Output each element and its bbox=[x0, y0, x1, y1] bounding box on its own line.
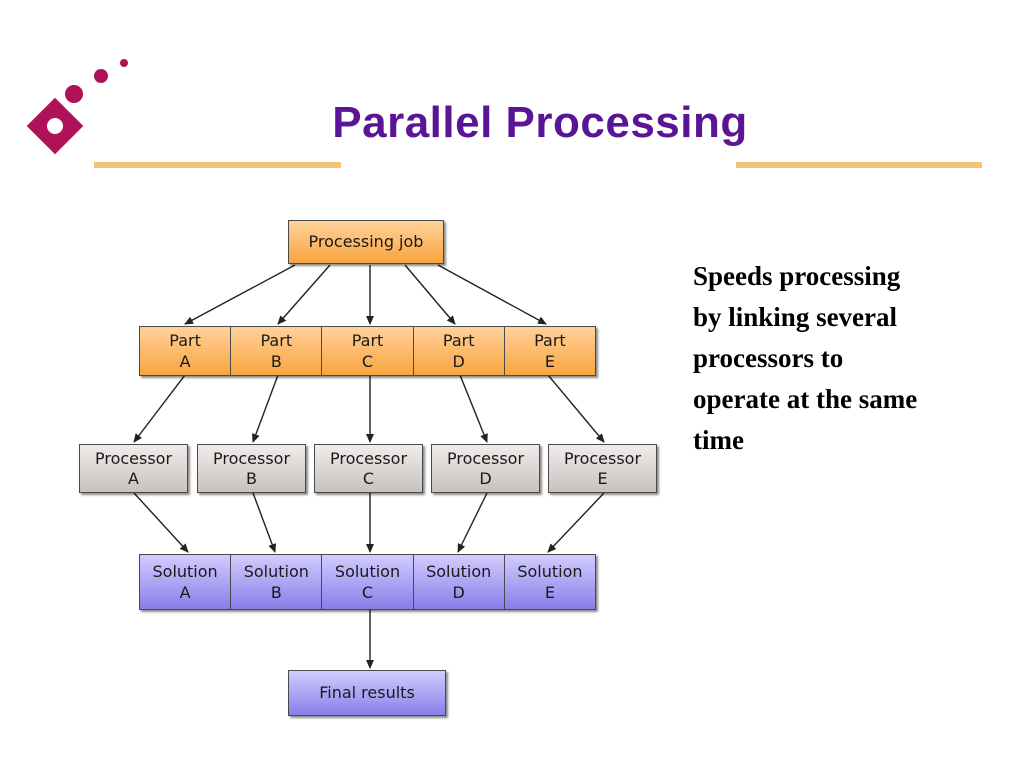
solution-a-box: Solution A bbox=[140, 555, 232, 609]
part-e-line2: E bbox=[544, 352, 555, 371]
solution-c-line1: Solution bbox=[334, 562, 401, 581]
arrow-part-d-to-processor-d bbox=[459, 374, 488, 443]
solution-d-line2: D bbox=[452, 583, 465, 602]
arrow-processor-d-to-solution-d bbox=[457, 492, 488, 553]
logo-dot-2 bbox=[94, 69, 108, 83]
processing-job-label: Processing job bbox=[308, 232, 424, 251]
solution-b-box: Solution B bbox=[231, 555, 323, 609]
processor-b-line2: B bbox=[246, 468, 257, 488]
part-c-line2: C bbox=[361, 352, 374, 371]
part-d-line1: Part bbox=[442, 331, 475, 350]
part-d-line2: D bbox=[452, 352, 465, 371]
solution-d-box: Solution D bbox=[414, 555, 505, 609]
processor-b-box: Processor B bbox=[197, 444, 306, 493]
solution-e-line1: Solution bbox=[517, 562, 583, 581]
arrow-job-to-part-e bbox=[437, 264, 547, 325]
processing-job-box: Processing job bbox=[288, 220, 444, 264]
solutions-row: Solution A Solution B Solution C Solutio… bbox=[139, 554, 596, 610]
part-a-line2: A bbox=[179, 352, 191, 371]
processor-c-line1: Processor bbox=[329, 448, 408, 468]
solution-a-line1: Solution bbox=[152, 562, 218, 581]
arrow-processor-e-to-solution-e bbox=[547, 492, 605, 553]
arrow-part-a-to-processor-a bbox=[133, 374, 186, 443]
solution-c-line2: C bbox=[361, 583, 374, 602]
body-text: Speeds processing by linking several pro… bbox=[693, 261, 918, 455]
final-results-label: Final results bbox=[319, 683, 415, 702]
final-results-box: Final results bbox=[288, 670, 446, 716]
processor-c-line2: C bbox=[362, 468, 375, 488]
diagram-arrows bbox=[133, 264, 605, 669]
processor-d-box: Processor D bbox=[431, 444, 540, 493]
part-a-line1: Part bbox=[169, 331, 201, 350]
part-d-box: Part D bbox=[414, 327, 505, 375]
arrow-job-to-part-b bbox=[277, 264, 331, 325]
logo-dots-diamond bbox=[26, 59, 128, 155]
solution-b-line1: Solution bbox=[243, 562, 309, 581]
processor-a-box: Processor A bbox=[79, 444, 188, 493]
part-b-line2: B bbox=[270, 352, 282, 371]
processor-b-line1: Processor bbox=[212, 448, 291, 468]
logo-dot-1 bbox=[65, 85, 83, 103]
processor-c-box: Processor C bbox=[314, 444, 423, 493]
parts-row: Part A Part B Part C Part D Part E bbox=[139, 326, 596, 376]
logo-diamond-hole bbox=[47, 118, 63, 134]
arrow-processor-a-to-solution-a bbox=[133, 492, 189, 553]
title-rule-left bbox=[94, 162, 341, 168]
processor-e-line1: Processor bbox=[563, 448, 642, 468]
processor-d-line1: Processor bbox=[446, 448, 525, 468]
part-a-box: Part A bbox=[140, 327, 232, 375]
processor-a-line2: A bbox=[128, 468, 139, 488]
logo-dot-3 bbox=[120, 59, 128, 67]
solution-c-box: Solution C bbox=[322, 555, 414, 609]
part-e-line1: Part bbox=[534, 331, 566, 350]
processor-d-line2: D bbox=[479, 468, 492, 488]
part-b-box: Part B bbox=[231, 327, 323, 375]
solution-e-line2: E bbox=[544, 583, 555, 602]
part-b-line1: Part bbox=[260, 331, 293, 350]
solution-a-line2: A bbox=[179, 583, 191, 602]
arrow-processor-b-to-solution-b bbox=[252, 492, 276, 553]
slide-title: Parallel Processing bbox=[332, 98, 748, 147]
processor-e-line2: E bbox=[597, 468, 608, 488]
solution-e-box: Solution E bbox=[505, 555, 595, 609]
part-e-box: Part E bbox=[505, 327, 595, 375]
parallel-processing-diagram: Processing job Part A Part B Part C Part… bbox=[70, 214, 670, 724]
arrow-job-to-part-a bbox=[184, 264, 296, 325]
arrow-part-b-to-processor-b bbox=[252, 374, 279, 443]
solution-d-line1: Solution bbox=[426, 562, 492, 581]
processor-a-line1: Processor bbox=[94, 448, 173, 468]
part-c-line1: Part bbox=[351, 331, 384, 350]
title-rule-right bbox=[736, 162, 982, 168]
processor-e-box: Processor E bbox=[548, 444, 657, 493]
arrow-part-e-to-processor-e bbox=[547, 374, 605, 443]
part-c-box: Part C bbox=[322, 327, 414, 375]
solution-b-line2: B bbox=[270, 583, 282, 602]
arrow-job-to-part-d bbox=[404, 264, 456, 325]
